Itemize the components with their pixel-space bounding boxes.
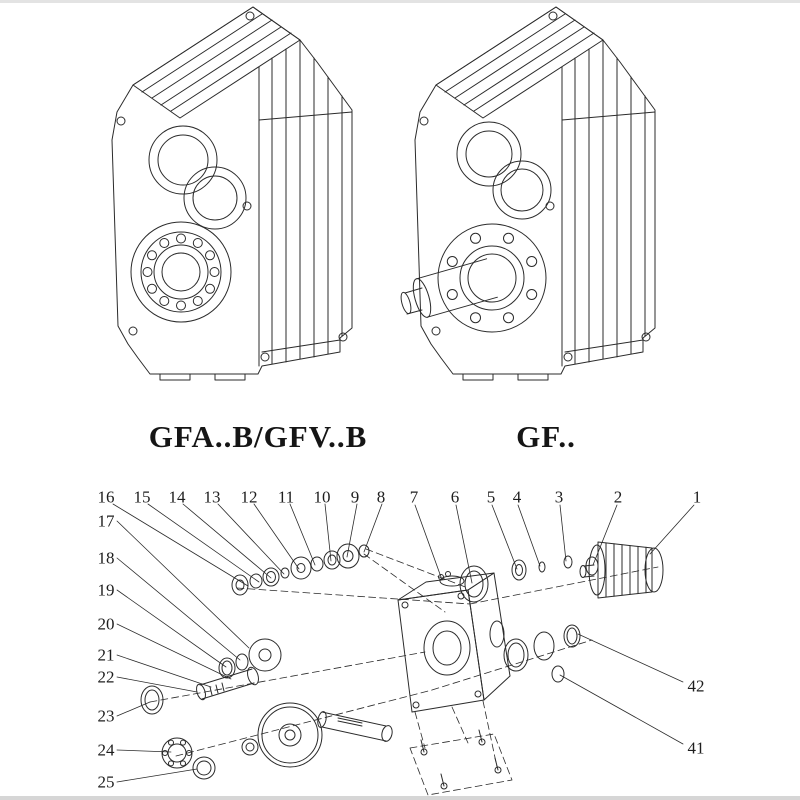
figure-label-gf: GF..	[516, 419, 576, 454]
hollow-shaft-bearing	[130, 221, 232, 323]
input-bores	[456, 121, 552, 220]
leader-lines	[112, 503, 695, 783]
exploded-view	[112, 503, 695, 796]
gear-housing	[397, 572, 511, 713]
part-callout-19: 19	[97, 580, 115, 600]
part-callout-8: 8	[376, 487, 386, 507]
part-callout-13: 13	[203, 487, 221, 507]
part-callout-7: 7	[409, 487, 419, 507]
part-callout-21: 21	[97, 645, 115, 665]
part-callout-2: 2	[613, 487, 623, 507]
part-callout-41: 41	[687, 738, 705, 758]
part-callout-9: 9	[350, 487, 360, 507]
part-callout-22: 22	[97, 667, 115, 687]
gearbox-figure-gfa	[111, 6, 353, 381]
part-callout-14: 14	[168, 487, 186, 507]
bottom-cover-plate	[409, 729, 513, 796]
part-callout-12: 12	[240, 487, 258, 507]
photo-top-edge	[0, 0, 800, 3]
part-callout-42: 42	[687, 676, 705, 696]
part-callout-11: 11	[277, 487, 295, 507]
output-side-rings	[503, 624, 581, 683]
part-callout-25: 25	[97, 772, 115, 792]
part-callout-20: 20	[97, 614, 115, 634]
part-callout-18: 18	[97, 548, 115, 568]
photo-bottom-edge	[0, 796, 800, 800]
part-callout-17: 17	[97, 511, 115, 531]
part-callout-3: 3	[554, 487, 564, 507]
output-shaft-and-gear-parts	[140, 685, 393, 780]
part-callout-23: 23	[97, 706, 115, 726]
output-flange-and-shaft	[400, 223, 547, 333]
gearbox-figure-gf	[400, 6, 656, 381]
motor-assembly	[579, 541, 664, 599]
figure-label-gfa: GFA..B/GFV..B	[148, 419, 368, 454]
input-bores	[148, 125, 247, 230]
part-callout-16: 16	[97, 487, 115, 507]
part-callout-5: 5	[486, 487, 496, 507]
part-callout-1: 1	[692, 487, 702, 507]
part-callout-10: 10	[313, 487, 331, 507]
part-callout-4: 4	[512, 487, 522, 507]
part-callout-6: 6	[450, 487, 460, 507]
assembly-axis-lines	[149, 548, 659, 768]
part-callout-15: 15	[133, 487, 151, 507]
input-side-rings	[438, 555, 599, 603]
second-stage-gear-parts	[196, 638, 282, 701]
part-callout-24: 24	[97, 740, 115, 760]
intermediate-shaft-parts	[231, 543, 370, 596]
